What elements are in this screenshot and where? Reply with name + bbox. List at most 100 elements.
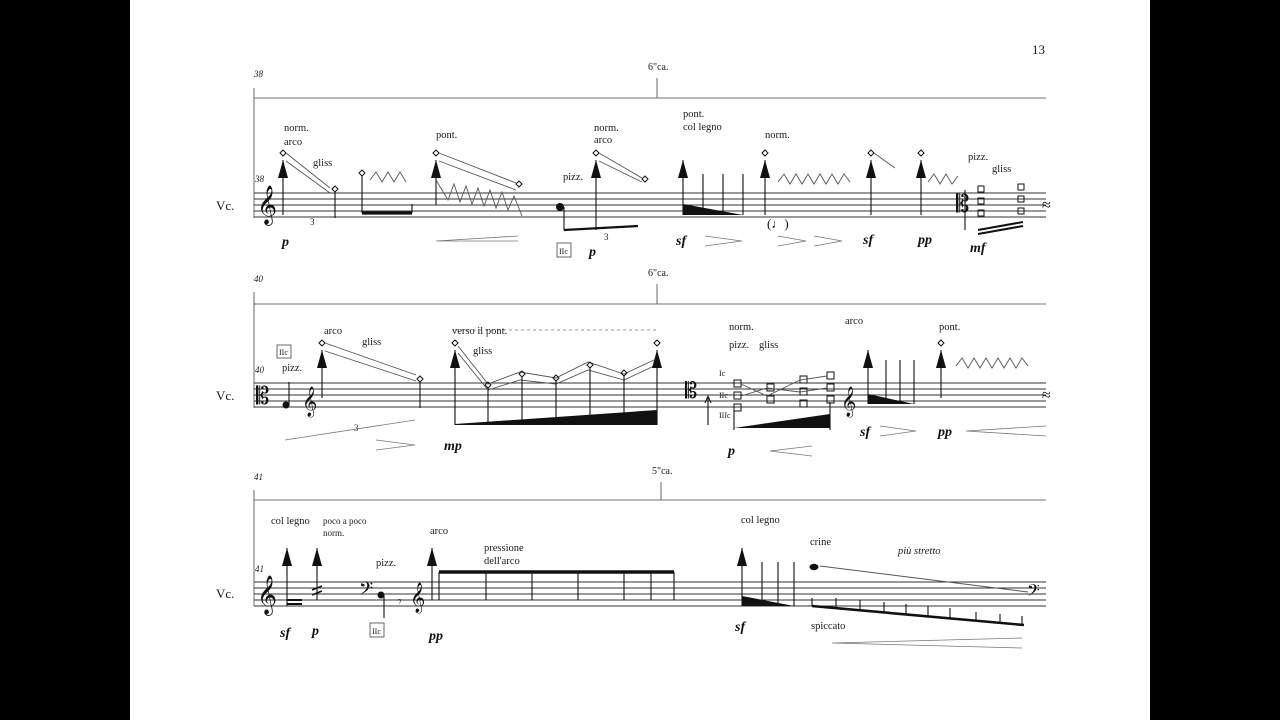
s1-dyn-4: sf xyxy=(862,233,874,248)
s1-hairpin-2 xyxy=(704,235,743,247)
s1-text-pont-2: pont. xyxy=(683,109,704,120)
system-2-measure: 40 xyxy=(255,365,265,375)
svg-text:𝄾: 𝄾 xyxy=(398,595,402,610)
s1-dyn-6: mf xyxy=(970,241,987,256)
system-2-instrument: Vc. xyxy=(216,388,234,403)
s2-text-gliss-2: gliss xyxy=(473,346,492,357)
svg-text:𝄢: 𝄢 xyxy=(1027,580,1040,604)
s1-text-norm-2: norm. xyxy=(594,123,619,134)
s2-string-label: IIc xyxy=(279,348,288,357)
system-2-notes: 𝄞 𝄡 xyxy=(282,329,1051,430)
s2-text-pizz: pizz. xyxy=(282,363,302,374)
alto-clef-icon-2: 𝄡 xyxy=(256,382,269,410)
s1-text-arco-2: arco xyxy=(594,135,612,146)
s1-text-arco: arco xyxy=(284,137,302,148)
system-1: 38 6"ca. Vc. 38 𝄞 xyxy=(216,62,1051,260)
s2-tuplet: 3 xyxy=(354,423,359,433)
score-page: 13 38 6"ca. Vc. 38 𝄞 xyxy=(130,0,1150,720)
s2-string-box xyxy=(276,344,292,359)
svg-text:𝄞: 𝄞 xyxy=(302,386,317,418)
svg-text:𝄞: 𝄞 xyxy=(841,386,856,418)
s2-string-iic: IIc xyxy=(719,391,728,400)
s2-hairpin-2 xyxy=(769,445,813,457)
s3-string-label: IIc xyxy=(372,627,381,636)
s3-text-spiccato: spiccato xyxy=(811,621,845,632)
s2-text-pont: pont. xyxy=(939,322,960,333)
s1-text-col-legno: col legno xyxy=(683,122,722,133)
s3-text-pressione: pressione xyxy=(484,543,524,554)
s3-text-col-legno: col legno xyxy=(271,516,310,527)
s3-dyn-1: sf xyxy=(279,626,291,641)
s2-dyn-2: p xyxy=(727,444,735,459)
s3-text-piu-stretto: più stretto xyxy=(897,546,941,557)
s3-text-arco: arco xyxy=(430,526,448,537)
s2-text-pizz-2: pizz. xyxy=(729,340,749,351)
s1-string-box xyxy=(556,242,572,258)
svg-text:𝄞: 𝄞 xyxy=(410,582,425,614)
s3-text-pizz: pizz. xyxy=(376,558,396,569)
s1-text-norm-3: norm. xyxy=(765,130,790,141)
s3-dyn-2: p xyxy=(311,624,319,639)
s3-string-box xyxy=(369,622,385,638)
system-1-measure-top: 38 xyxy=(253,69,264,79)
system-3: 41 5"ca. Vc. 41 𝄞 𝄢 𝄾 𝄞 xyxy=(216,466,1046,649)
s2-text-gliss: gliss xyxy=(362,337,381,348)
s2-dyn-4: pp xyxy=(937,425,952,440)
s2-text-norm: norm. xyxy=(729,322,754,333)
s2-hairpin-3 xyxy=(879,425,917,437)
s1-hairpin-1 xyxy=(435,235,519,242)
svg-text:≈: ≈ xyxy=(1042,387,1051,404)
s2-text-arco: arco xyxy=(324,326,342,337)
system-2: 40 6"ca. Vc. 40 𝄡 IIc 𝄞 xyxy=(216,268,1051,459)
s3-text-crine: crine xyxy=(810,537,831,548)
s1-text-pizz: pizz. xyxy=(563,172,583,183)
s3-text-poco: poco a poco xyxy=(323,516,367,526)
s3-hairpin xyxy=(831,637,1023,649)
system-3-measure: 41 xyxy=(255,564,264,574)
s1-text-gliss-2: gliss xyxy=(992,164,1011,175)
s2-hairpin-4 xyxy=(965,425,1047,437)
s2-tuplet-line xyxy=(284,419,416,441)
s1-tuplet-2: 3 xyxy=(604,232,609,242)
system-3-staff xyxy=(254,581,1046,607)
page-number: 13 xyxy=(1032,42,1045,57)
treble-clef-icon: 𝄞 xyxy=(257,185,277,226)
bracket-note: (♩) xyxy=(767,216,789,231)
system-3-measure-top: 41 xyxy=(254,472,263,482)
s1-dyn-5: pp xyxy=(917,233,932,248)
system-1-staff xyxy=(254,192,1046,218)
s2-dyn-1: mp xyxy=(444,439,462,454)
s3-dyn-4: sf xyxy=(734,620,746,635)
svg-text:𝄡: 𝄡 xyxy=(685,379,697,404)
s1-text-pont: pont. xyxy=(436,130,457,141)
s2-text-gliss-3: gliss xyxy=(759,340,778,351)
alto-clef-icon: 𝄡 xyxy=(956,190,969,218)
s2-text-verso: verso il pont. xyxy=(452,326,507,337)
system-3-duration: 5"ca. xyxy=(652,466,672,477)
s2-string-ic: Ic xyxy=(719,369,726,378)
score-svg: 13 38 6"ca. Vc. 38 𝄞 xyxy=(216,42,1051,649)
system-1-notes: (♩) 𝄡 ≈ xyxy=(278,149,1051,235)
system-2-duration: 6"ca. xyxy=(648,268,668,279)
system-1-duration: 6"ca. xyxy=(648,62,668,73)
s1-text-norm: norm. xyxy=(284,123,309,134)
s1-hairpin-3 xyxy=(777,235,843,247)
svg-text:𝄢: 𝄢 xyxy=(359,579,373,604)
treble-clef-icon-3: 𝄞 xyxy=(257,575,277,616)
system-3-instrument: Vc. xyxy=(216,586,234,601)
s2-dyn-3: sf xyxy=(859,425,871,440)
system-3-notes: 𝄢 𝄾 𝄞 xyxy=(282,548,1040,627)
s3-text-col-legno-2: col legno xyxy=(741,515,780,526)
system-1-instrument: Vc. xyxy=(216,198,234,213)
s3-text-norm: norm. xyxy=(323,528,344,538)
system-1-measure: 38 xyxy=(254,174,265,184)
s1-tuplet-1: 3 xyxy=(310,217,315,227)
system-2-staff xyxy=(254,382,1046,408)
s1-text-pizz-2: pizz. xyxy=(968,152,988,163)
s1-dyn-3: sf xyxy=(675,234,687,249)
s2-string-iiic: IIIc xyxy=(719,411,731,420)
s1-dyn-2: p xyxy=(588,245,596,260)
svg-text:≈: ≈ xyxy=(1042,197,1051,214)
s2-hairpin-1 xyxy=(375,439,416,451)
system-2-measure-top: 40 xyxy=(254,274,264,284)
